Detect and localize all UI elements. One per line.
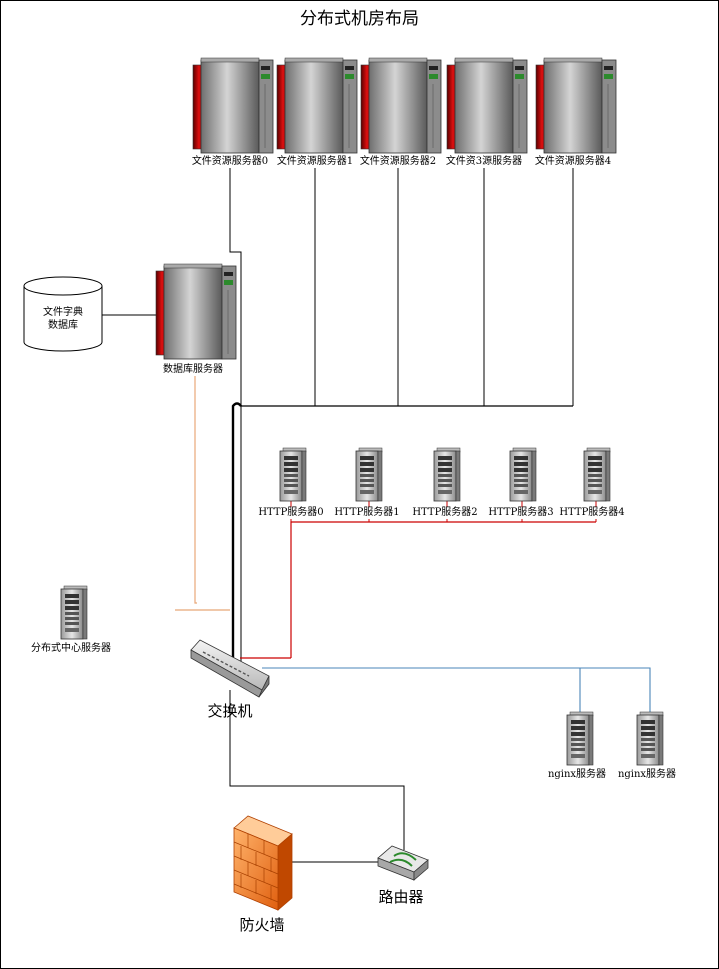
file-server-2-icon (360, 57, 442, 154)
router-label: 路由器 (378, 888, 424, 906)
link-file-server-0 (229, 158, 242, 665)
center-server-label: 分布式中心服务器 (31, 643, 111, 655)
switch-icon (190, 639, 270, 698)
nginx-server-0-icon (566, 711, 594, 766)
http-server-2-icon (433, 447, 461, 502)
file-server-2-label: 文件资源服务器2 (359, 156, 437, 168)
dictionary-database-icon (23, 276, 103, 352)
dictionary-database-label-line2: 数据库 (48, 320, 78, 331)
firewall-icon (233, 815, 293, 911)
http-server-4-label: HTTP服务器4 (559, 507, 625, 519)
link-trunk (231, 402, 242, 668)
link-switch-router (229, 690, 405, 850)
file-server-4-icon (535, 57, 617, 154)
link-center-server (194, 368, 197, 604)
file-server-3-icon (446, 57, 528, 154)
switch-label: 交换机 (207, 702, 253, 720)
http-server-0-icon (279, 447, 307, 502)
file-server-3-label: 文件资3源服务器 (445, 156, 523, 168)
nginx-server-1-icon (636, 711, 664, 766)
http-server-3-icon (509, 447, 537, 502)
dictionary-database-label-line1: 文件字典 (43, 307, 83, 318)
file-server-1-icon (276, 57, 358, 154)
http-server-3-label: HTTP服务器3 (488, 507, 554, 519)
file-server-1-label: 文件资源服务器1 (276, 156, 354, 168)
diagram-title: 分布式机房布局 (300, 9, 419, 29)
database-server-icon (155, 263, 237, 360)
router-icon (377, 845, 429, 881)
dictionary-database-label: 文件字典 数据库 (24, 306, 102, 332)
http-server-1-label: HTTP服务器1 (334, 507, 400, 519)
http-server-0-label: HTTP服务器0 (258, 507, 324, 519)
http-server-4-icon (583, 447, 611, 502)
database-server-label: 数据库服务器 (163, 364, 223, 376)
link-nginx-bus (262, 667, 651, 715)
file-server-4-label: 文件资源服务器4 (534, 156, 612, 168)
link-http-bus (290, 521, 596, 658)
file-server-0-label: 文件资源服务器0 (191, 156, 269, 168)
nginx-server-1-label: nginx服务器 (617, 769, 677, 781)
nginx-server-0-label: nginx服务器 (547, 769, 607, 781)
firewall-label: 防火墙 (239, 916, 285, 934)
http-server-1-icon (355, 447, 383, 502)
file-server-0-icon (192, 57, 274, 154)
http-server-2-label: HTTP服务器2 (412, 507, 478, 519)
center-server-icon (60, 585, 88, 640)
